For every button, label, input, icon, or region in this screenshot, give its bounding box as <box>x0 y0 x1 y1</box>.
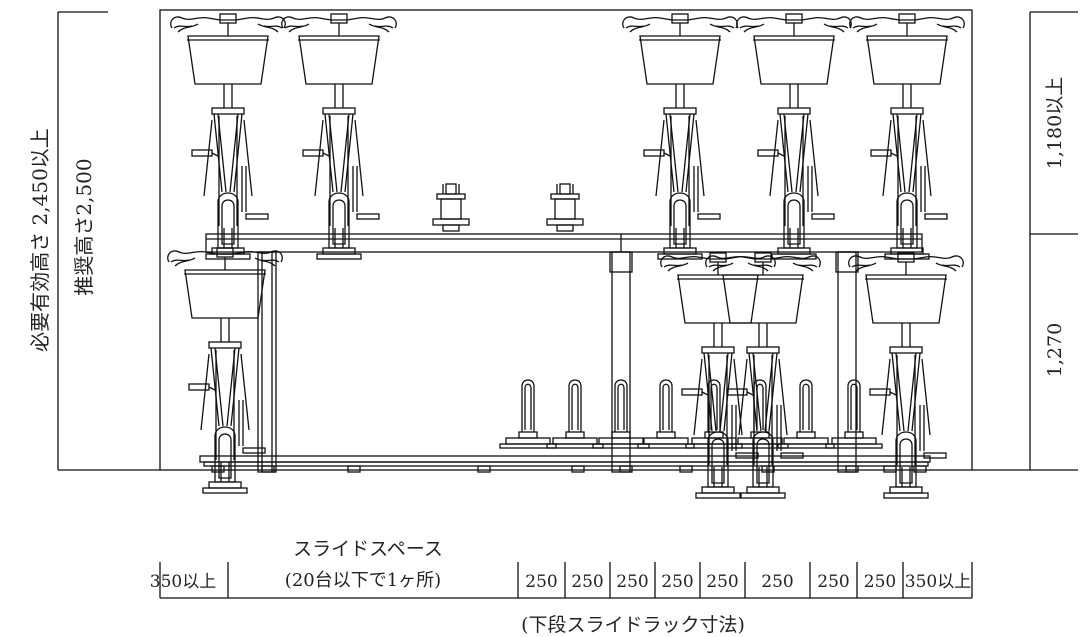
pitch-label: 250 <box>817 572 849 592</box>
required-height-label: 必要有効高さ 2,450以上 <box>28 128 52 352</box>
right-clearance-label: 350以上 <box>905 572 971 592</box>
recommended-height-label: 推奨高さ2,500 <box>72 158 96 295</box>
slide-hoops <box>499 379 883 449</box>
bottom-dimension-bar <box>159 562 973 599</box>
slide-space-note: (20台以下で1ヶ所) <box>285 570 441 591</box>
empty-upper-clip-2 <box>546 183 584 232</box>
empty-upper-clip-1 <box>432 183 470 232</box>
support-posts <box>257 251 859 473</box>
left-dimension <box>57 11 160 471</box>
pitch-label: 250 <box>525 572 557 592</box>
upper-deck <box>205 233 923 253</box>
pitch-label: 250 <box>706 572 738 592</box>
upper-bicycle-3 <box>622 13 738 260</box>
lower-bicycle-4 <box>848 252 964 499</box>
floor-rail <box>199 455 931 473</box>
upper-tier-height-label: 1,180以上 <box>1044 77 1066 169</box>
slide-space-title: スライドスペース <box>293 538 443 560</box>
pitch-labels: 250 250 250 250 250 250 250 250 <box>525 572 896 592</box>
pitch-label: 250 <box>761 572 793 592</box>
rack-frame <box>159 9 973 471</box>
slide-rack-caption: (下段スライドラック寸法) <box>521 614 745 636</box>
upper-bicycle-2 <box>281 13 397 260</box>
lower-bicycle-2 <box>660 252 776 499</box>
lower-bicycle-3 <box>705 252 821 499</box>
pitch-label: 250 <box>864 572 896 592</box>
left-clearance-label: 350以上 <box>150 572 216 592</box>
upper-bicycle-5 <box>849 13 965 260</box>
pitch-label: 250 <box>571 572 603 592</box>
lower-tier-height-label: 1,270 <box>1044 323 1066 377</box>
upper-bicycle-1 <box>170 13 286 260</box>
pitch-label: 250 <box>661 572 693 592</box>
upper-bicycle-4 <box>736 13 852 260</box>
right-dimension <box>972 11 1078 471</box>
pitch-label: 250 <box>616 572 648 592</box>
